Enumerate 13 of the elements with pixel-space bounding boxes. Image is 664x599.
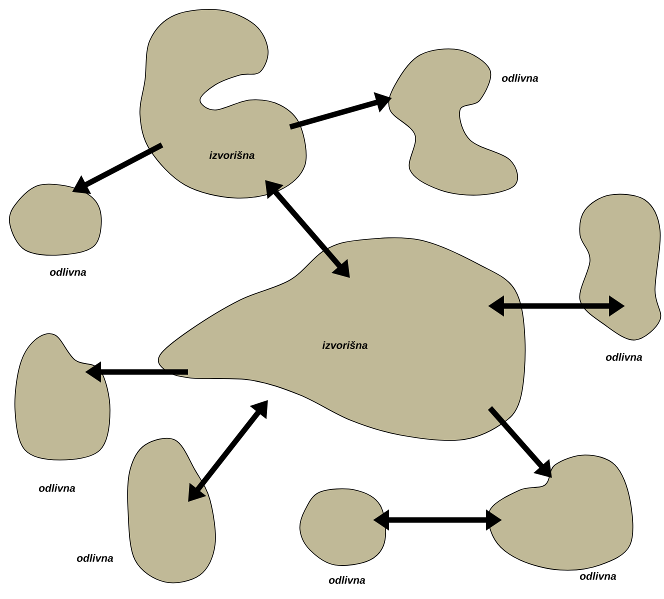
habitat-patch: odlivna	[579, 194, 662, 361]
node-label: odlivna	[328, 576, 366, 584]
node-label: odlivna	[76, 554, 114, 562]
node-label: odlivna	[606, 353, 642, 361]
habitat-patch: odlivna	[388, 48, 538, 196]
habitat-patch: odlivna	[488, 454, 634, 580]
habitat-patch: izvorišna	[140, 8, 307, 199]
node-label: odlivna	[580, 572, 616, 580]
habitat-patch: izvorišna	[158, 237, 526, 441]
node-label: odlivna	[38, 484, 76, 492]
node-label: odlivna	[50, 268, 86, 276]
habitat-patch: odlivna	[299, 488, 386, 584]
habitat-patch: odlivna	[8, 184, 102, 276]
